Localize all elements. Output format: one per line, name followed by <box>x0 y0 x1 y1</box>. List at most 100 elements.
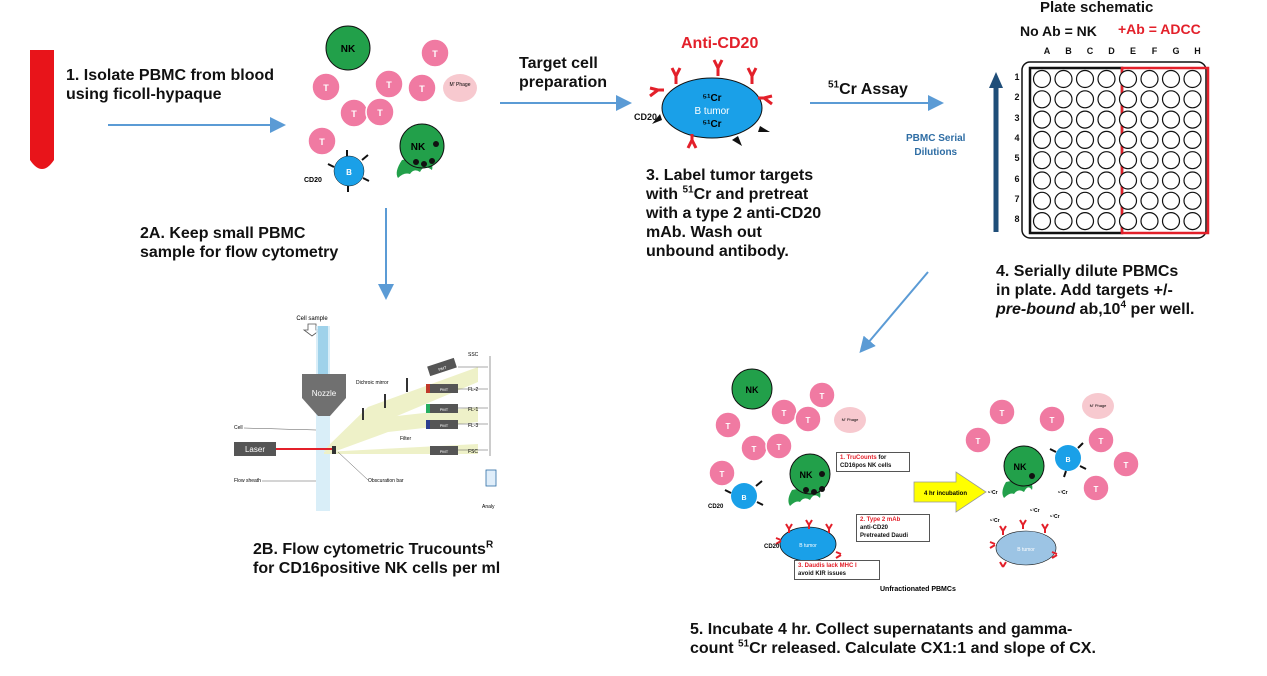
step5-text: 5. Incubate 4 hr. Collect supernatants a… <box>690 621 1096 657</box>
plate-well <box>1097 191 1116 210</box>
plate-well <box>1140 151 1159 170</box>
anti-cd20-title: Anti-CD20 <box>681 35 759 52</box>
step2a-text: 2A. Keep small PBMC sample for flow cyto… <box>140 225 339 261</box>
b-cell: B <box>724 480 764 509</box>
note-type2-mab: 2. Type 2 mAb anti-CD20 Pretreated Daudi <box>856 514 930 542</box>
note-daudis: 3. Daudis lack MHC I avoid KIR issues <box>794 560 880 580</box>
t-cell: T <box>794 405 822 433</box>
plate-well <box>1140 130 1159 150</box>
plate-well <box>1118 191 1138 210</box>
plate-well <box>1054 90 1073 109</box>
svg-text:T: T <box>752 445 757 454</box>
svg-text:SSC: SSC <box>468 352 479 358</box>
plate-well <box>1054 130 1073 150</box>
t-cell: T <box>964 426 992 454</box>
plate-column-label: B <box>1065 46 1072 56</box>
svg-text:T: T <box>386 80 392 90</box>
plate-well <box>1032 212 1052 231</box>
note-trucounts: 1. TruCounts for CD16pos NK cells <box>836 452 910 472</box>
plate-column-label: A <box>1043 46 1051 56</box>
pbmc-cluster: NK T T T T T T T M' Phage NK <box>304 25 477 192</box>
svg-text:FL-1: FL-1 <box>468 407 479 413</box>
plate-well <box>1075 191 1095 210</box>
svg-text:B: B <box>346 168 352 177</box>
svg-text:Analy: Analy <box>482 504 495 510</box>
plate-column-label: F <box>1151 46 1158 56</box>
nk-cell-4: NK <box>788 453 831 506</box>
plate-well <box>1054 110 1073 129</box>
plate-well <box>1054 151 1073 170</box>
svg-text:B: B <box>741 495 746 502</box>
macrophage-icon: M' Phage <box>443 74 477 102</box>
svg-text:T: T <box>432 49 438 59</box>
svg-text:T: T <box>1099 437 1104 446</box>
plate-row-label: 5 <box>1014 153 1020 164</box>
plate-well <box>1075 110 1095 129</box>
t-cell: T <box>420 38 450 68</box>
svg-text:T: T <box>419 84 425 94</box>
svg-text:M' Phage: M' Phage <box>450 82 471 88</box>
blood-tube-icon <box>30 50 54 169</box>
t-cell: T <box>708 459 736 487</box>
arrow-step4 <box>859 271 929 354</box>
incubation-arrow: 4 hr incubation <box>913 471 987 513</box>
plate-row-label: 8 <box>1014 214 1020 225</box>
plate-well <box>1032 151 1052 170</box>
plate-well <box>1118 110 1138 129</box>
nk-cell-2: NK <box>396 123 445 178</box>
plate-well <box>1032 69 1052 89</box>
t-cell: T <box>1112 450 1140 478</box>
plate-well <box>1140 69 1159 89</box>
t-cell: T <box>365 97 395 127</box>
plate-well <box>1097 90 1116 109</box>
pmt-fl3: PMT <box>426 420 458 429</box>
plate-well <box>1054 69 1073 89</box>
pmt-fl1: PMT <box>426 404 458 413</box>
svg-text:⁵¹Cr: ⁵¹Cr <box>702 93 721 104</box>
plate-well <box>1075 151 1095 170</box>
unfractionated-label: Unfractionated PBMCs <box>880 586 956 593</box>
plate-well <box>1032 90 1052 109</box>
t-cell: T <box>765 432 793 460</box>
svg-text:T: T <box>726 422 731 431</box>
t-cell: T <box>311 72 341 102</box>
plate-well <box>1140 171 1159 190</box>
cd20-label: CD20 <box>304 177 322 184</box>
plate-well <box>1118 69 1138 89</box>
laser-label: Laser <box>245 445 265 454</box>
plate-column-label: G <box>1172 46 1180 56</box>
svg-text:T: T <box>1124 461 1129 470</box>
plate-well <box>1161 69 1181 89</box>
svg-text:PMT: PMT <box>438 365 448 373</box>
svg-text:FL-2: FL-2 <box>468 387 479 393</box>
plate-well <box>1183 171 1202 190</box>
t-cell: T <box>374 69 404 99</box>
t-cell: T <box>808 381 836 409</box>
plate-well <box>1183 110 1202 129</box>
svg-text:FSC: FSC <box>468 449 478 455</box>
svg-text:B: B <box>1065 457 1070 464</box>
plate-well <box>1161 191 1181 210</box>
step2b-text: 2B. Flow cytometric TrucountsR for CD16p… <box>253 539 501 577</box>
plate-well <box>1183 130 1202 150</box>
plate-row-label: 6 <box>1014 173 1020 184</box>
plate-well <box>1183 90 1202 109</box>
nk-label: NK <box>341 44 356 55</box>
nk-cell-3: NK <box>731 368 773 410</box>
svg-text:T: T <box>323 83 329 93</box>
pmt-fl2: PMT <box>426 384 458 393</box>
plate-well <box>1054 212 1073 231</box>
no-ab-label: No Ab = NK <box>1020 23 1097 39</box>
svg-text:T: T <box>351 109 357 119</box>
plate-well <box>1161 90 1181 109</box>
cr-assay-label: 51Cr Assay <box>828 79 908 98</box>
svg-text:T: T <box>720 470 725 479</box>
plate-well <box>1075 130 1095 150</box>
t-cell: T <box>307 126 337 156</box>
svg-text:M' Phage: M' Phage <box>842 417 860 422</box>
svg-text:B tumor: B tumor <box>799 543 817 549</box>
svg-text:⁵¹Cr: ⁵¹Cr <box>1058 490 1068 496</box>
plate-well <box>1140 90 1159 109</box>
